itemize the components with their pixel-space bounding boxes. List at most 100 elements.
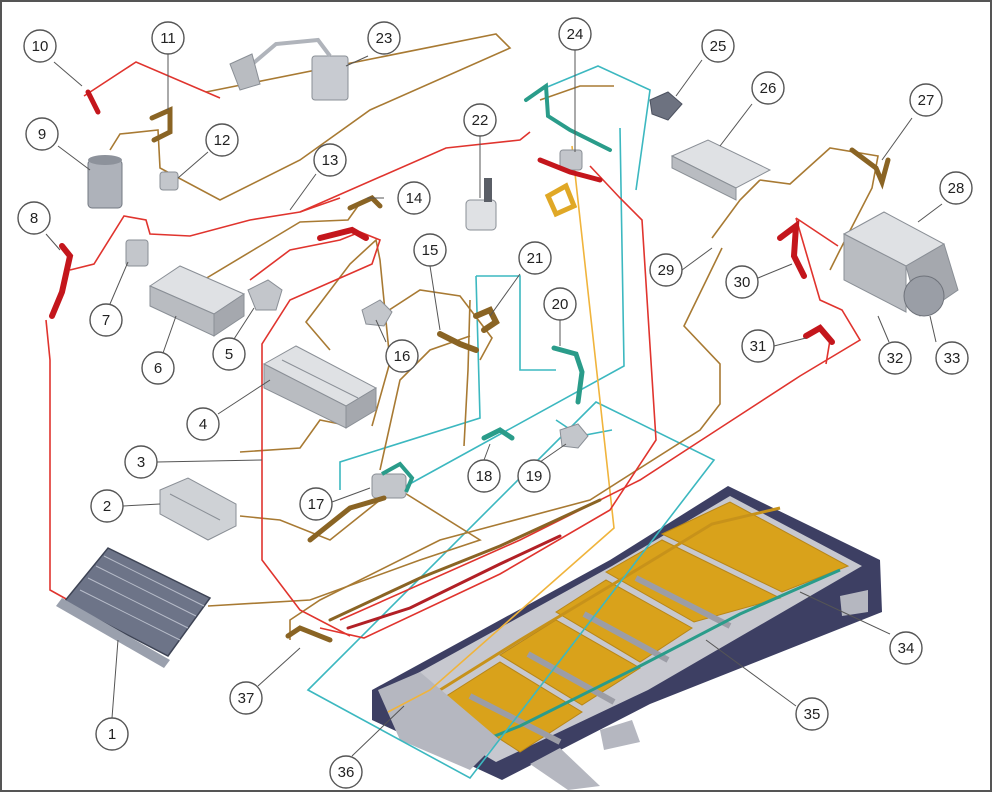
leader-26 xyxy=(719,103,753,147)
brown-line-13 xyxy=(179,205,359,295)
leader-17 xyxy=(331,487,371,503)
radiator-tank xyxy=(56,598,170,668)
callout-33-label: 33 xyxy=(944,350,961,367)
condenser-body xyxy=(311,55,349,101)
red-line-7 xyxy=(69,197,341,271)
reservoir-22-neck xyxy=(484,178,492,202)
callout-28: 28 xyxy=(939,171,973,205)
component-valve-12 xyxy=(159,171,179,191)
radiator-fin xyxy=(87,577,189,629)
brown-line-29 xyxy=(289,247,723,640)
callout-14: 14 xyxy=(397,181,431,215)
leader-33 xyxy=(929,315,937,343)
callout-35-label: 35 xyxy=(804,706,821,723)
hose-10 xyxy=(85,89,101,115)
callout-19-label: 19 xyxy=(526,468,543,485)
radiator-fin xyxy=(103,555,205,607)
component-valve-7 xyxy=(125,239,149,267)
leader-27 xyxy=(881,117,913,161)
callout-2: 2 xyxy=(90,489,124,523)
pump-5-body xyxy=(247,279,283,311)
radiator-fin xyxy=(79,589,181,641)
callout-23: 23 xyxy=(367,21,401,55)
tray-side-bracket xyxy=(600,720,640,750)
component-charger xyxy=(148,265,246,337)
callout-14-label: 14 xyxy=(406,190,423,207)
callout-3: 3 xyxy=(124,445,158,479)
callout-6: 6 xyxy=(141,351,175,385)
red-line-top xyxy=(83,61,221,99)
leader-4 xyxy=(217,379,271,415)
red-line-13 xyxy=(299,131,531,213)
valve-19-body xyxy=(559,423,589,449)
hose-20 xyxy=(551,345,585,405)
tray-crossbar xyxy=(582,611,670,663)
leader-29 xyxy=(681,247,713,271)
leader-36 xyxy=(351,705,405,757)
cyan-branch-upper xyxy=(539,65,651,191)
leader-1 xyxy=(111,639,119,719)
callout-9: 9 xyxy=(25,117,59,151)
callout-3-label: 3 xyxy=(137,454,145,471)
leader-25 xyxy=(675,59,703,97)
leader-35 xyxy=(705,639,797,707)
leader-21 xyxy=(489,273,521,317)
battery-tray xyxy=(372,486,882,790)
callout-10-label: 10 xyxy=(32,38,49,55)
motor-gear-housing xyxy=(903,275,945,317)
cyan-branch-mid xyxy=(476,275,556,371)
hose-14 xyxy=(347,195,383,211)
leader-23 xyxy=(345,55,369,67)
component-reservoir xyxy=(87,155,123,209)
leader-16 xyxy=(375,319,387,343)
leader-15 xyxy=(429,265,441,331)
component-pump-5 xyxy=(247,279,283,311)
motor-front xyxy=(843,233,907,313)
callout-28-label: 28 xyxy=(948,180,965,197)
callout-25: 25 xyxy=(701,29,735,63)
leader-32 xyxy=(877,315,890,343)
callout-23-label: 23 xyxy=(376,30,393,47)
valve-12-body xyxy=(159,171,179,191)
hose-24-teal xyxy=(524,82,612,152)
hose-bottom-red xyxy=(346,534,562,630)
component-condenser xyxy=(229,37,349,101)
callout-16: 16 xyxy=(385,339,419,373)
tray-rear-bracket xyxy=(530,748,600,790)
component-heater xyxy=(159,477,237,541)
pump-17-body xyxy=(371,473,407,499)
leader-34 xyxy=(799,591,891,635)
hose-37 xyxy=(285,625,333,643)
hoses xyxy=(49,82,891,643)
callout-4-label: 4 xyxy=(199,416,207,433)
callout-37: 37 xyxy=(229,681,263,715)
hose-bottom-brown xyxy=(328,498,602,622)
battery-coolant-line-teal xyxy=(469,568,841,748)
red-line-center-loop xyxy=(249,231,381,637)
callouts: 1 2 3 4 5 6 7 8 9 10 11 12 13 14 15 16 1… xyxy=(17,17,973,789)
condenser-bracket xyxy=(229,53,261,91)
tray-crossbar xyxy=(526,651,616,705)
leader-3 xyxy=(156,459,263,463)
cyan-branch-right xyxy=(405,127,625,487)
callout-18: 18 xyxy=(467,459,501,493)
callout-1: 1 xyxy=(95,717,129,751)
red-line-28 xyxy=(795,217,839,247)
hose-8 xyxy=(49,243,74,319)
pump-17-hose xyxy=(381,461,415,493)
brown-line-17 xyxy=(207,489,482,607)
callout-24-label: 24 xyxy=(567,26,584,43)
leader-lines xyxy=(45,50,943,757)
callout-22: 22 xyxy=(463,103,497,137)
callout-27-label: 27 xyxy=(918,92,935,109)
callout-34: 34 xyxy=(889,631,923,665)
leader-2 xyxy=(122,503,161,507)
module-side xyxy=(345,387,377,429)
callout-31-label: 31 xyxy=(750,338,767,355)
component-control-module xyxy=(262,345,378,429)
callout-30: 30 xyxy=(725,265,759,299)
hose-18 xyxy=(481,427,515,441)
